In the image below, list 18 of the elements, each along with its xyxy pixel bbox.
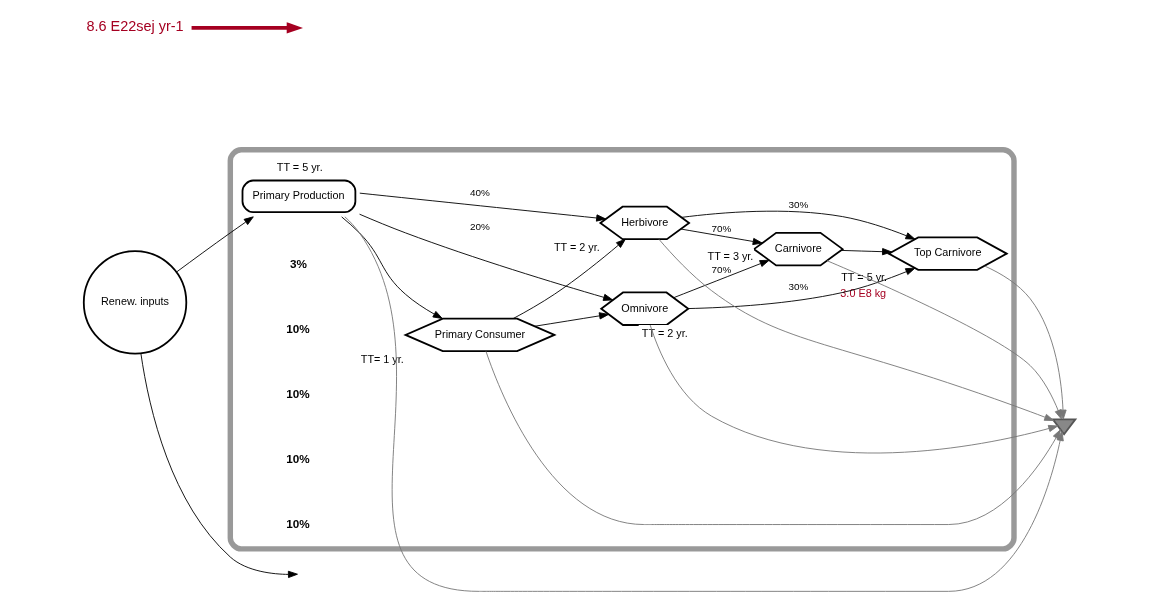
node-label: TT = 5 yr. [276, 161, 323, 174]
edge-label: 20% [469, 220, 490, 232]
edge-label: 30% [787, 199, 808, 211]
label: 10% [285, 321, 310, 335]
node-label: TT= 1 yr. [360, 352, 404, 365]
node-label: TT = 2 yr. [641, 326, 688, 339]
label: 10% [285, 451, 310, 465]
edge-label: 30% [787, 280, 808, 292]
label: 10% [285, 386, 310, 400]
label: 3% [289, 256, 307, 270]
edge-label: 70% [711, 222, 731, 234]
node-label: TT = 3 yr. [707, 250, 753, 263]
node-label: TT = 2 yr. [553, 241, 600, 254]
label: 10% [285, 516, 310, 530]
edge-label: 70% [711, 264, 731, 276]
node-label: TT = 5 yr. [840, 271, 887, 284]
edge-label: 40% [469, 186, 490, 198]
node-text: 8.6 E22sej yr-1 [85, 18, 184, 35]
